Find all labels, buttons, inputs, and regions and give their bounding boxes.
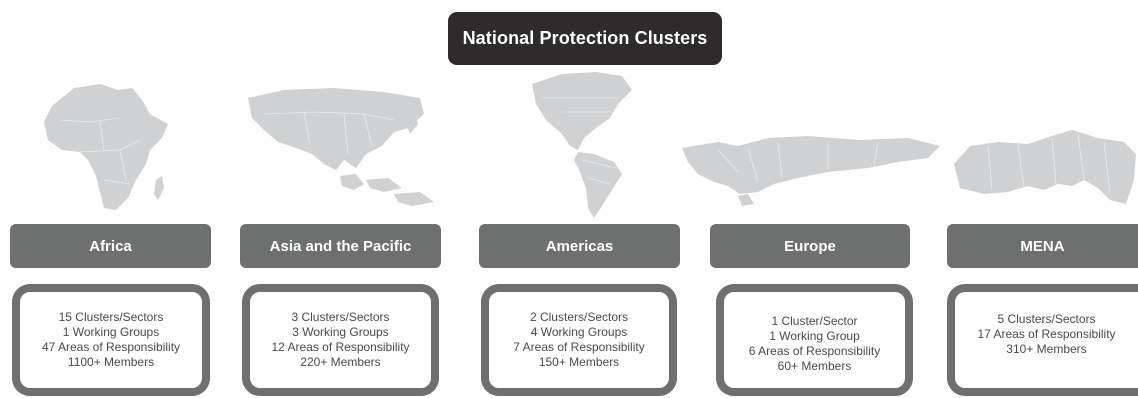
- stat-working-groups: 1 Working Group: [769, 329, 860, 343]
- stat-working-groups: 1 Working Groups: [62, 325, 160, 339]
- stat-working-groups: 4 Working Groups: [530, 325, 628, 339]
- region-header-africa: Africa: [10, 224, 211, 268]
- region-header-mena: MENA: [947, 224, 1138, 268]
- stat-clusters: 2 Clusters/Sectors: [529, 310, 629, 324]
- stat-members: 220+ Members: [300, 355, 381, 369]
- europe-map-icon: [678, 132, 944, 208]
- africa-map-icon: [30, 80, 190, 220]
- mena-map-icon: [948, 124, 1138, 210]
- region-card-asia-pacific: 3 Clusters/Sectors 3 Working Groups 12 A…: [242, 284, 439, 396]
- stat-areas: 17 Areas of Responsibility: [977, 327, 1116, 341]
- region-card-mena: 5 Clusters/Sectors 17 Areas of Responsib…: [947, 284, 1138, 396]
- region-header-americas: Americas: [479, 224, 680, 268]
- stat-areas: 12 Areas of Responsibility: [271, 340, 410, 354]
- stat-clusters: 15 Clusters/Sectors: [58, 310, 164, 324]
- americas-map-icon: [522, 68, 642, 220]
- page-title: National Protection Clusters: [448, 12, 722, 65]
- asia-pacific-map-icon: [244, 84, 440, 214]
- stat-clusters: 3 Clusters/Sectors: [291, 310, 390, 324]
- stat-members: 310+ Members: [1006, 342, 1087, 356]
- stat-areas: 7 Areas of Responsibility: [513, 340, 645, 354]
- region-card-europe: 1 Cluster/Sector 1 Working Group 6 Areas…: [716, 284, 913, 396]
- stat-members: 60+ Members: [777, 359, 852, 373]
- stat-working-groups: 3 Working Groups: [292, 325, 389, 339]
- region-header-europe: Europe: [710, 224, 910, 268]
- stat-areas: 47 Areas of Responsibility: [41, 340, 181, 354]
- region-header-asia-pacific: Asia and the Pacific: [240, 224, 441, 268]
- stat-members: 150+ Members: [538, 355, 620, 369]
- region-card-americas: 2 Clusters/Sectors 4 Working Groups 7 Ar…: [481, 284, 677, 396]
- stat-members: 1100+ Members: [67, 355, 155, 369]
- stat-clusters: 1 Cluster/Sector: [771, 314, 858, 328]
- stat-clusters: 5 Clusters/Sectors: [997, 312, 1096, 326]
- region-card-africa: 15 Clusters/Sectors 1 Working Groups 47 …: [12, 284, 210, 396]
- stat-areas: 6 Areas of Responsibility: [748, 344, 881, 358]
